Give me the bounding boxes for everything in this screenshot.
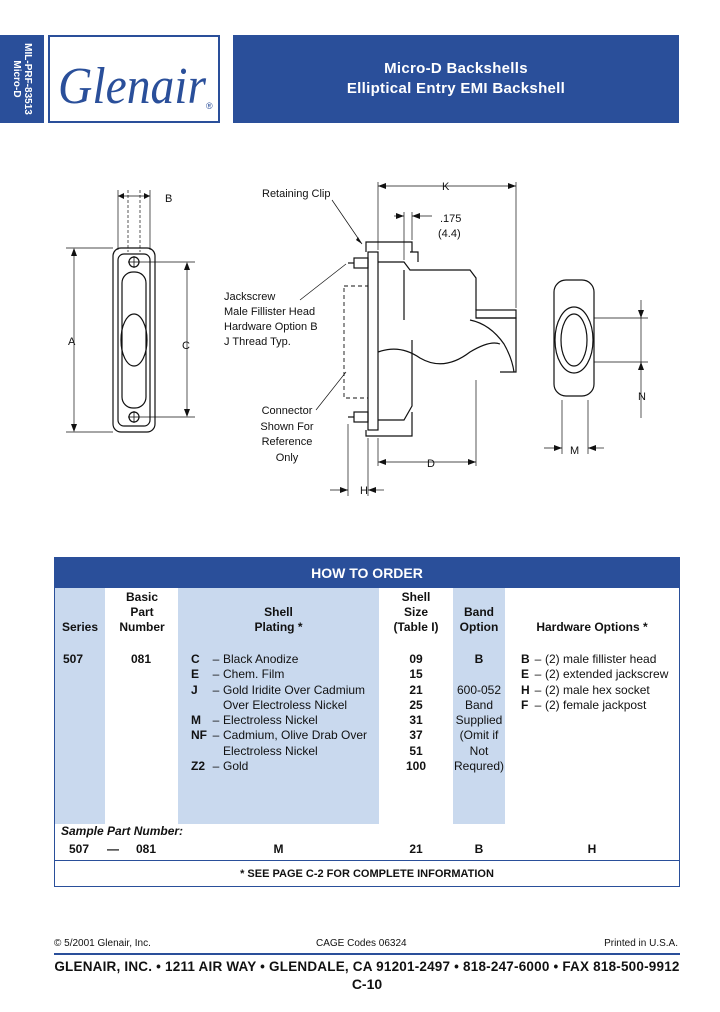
hardware-row: F–(2) female jackpost — [521, 697, 647, 712]
logo-box: Glenair ® — [48, 35, 220, 123]
label-connector-4: Only — [276, 452, 299, 464]
plating-row: M–Electroless Nickel — [191, 713, 318, 728]
footer-address: GLENAIR, INC. • 1211 AIR WAY • GLENDALE,… — [54, 959, 680, 974]
plating-row: Z2–Gold — [191, 759, 249, 774]
label-connector-3: Reference — [262, 436, 313, 448]
label-connector-2: Shown For — [260, 421, 314, 433]
order-note: * SEE PAGE C-2 FOR COMPLETE INFORMATION — [55, 860, 679, 886]
sample-hardware: H — [587, 842, 597, 856]
plating-row: J–Gold Iridite Over Cadmium — [191, 682, 366, 697]
sample-size: 21 — [409, 842, 423, 856]
plating-row: NF–Cadmium, Olive Drab Over — [191, 728, 368, 743]
front-view — [66, 190, 195, 433]
header-shell-size: Shell Size (Table I) — [393, 590, 439, 634]
header-series: Series — [61, 620, 99, 634]
header-plating: Shell Plating * — [254, 605, 303, 634]
header-band-option: Band Option — [459, 605, 499, 634]
front-view-arrows — [71, 193, 190, 432]
footer-rule — [54, 953, 680, 955]
label-h: H — [360, 485, 368, 497]
band-plating — [178, 588, 379, 824]
label-b: B — [165, 193, 172, 205]
side-view — [299, 182, 517, 496]
footer-copyright: © 5/2001 Glenair, Inc. — [54, 938, 151, 949]
label-connector-1: Connector — [262, 405, 313, 417]
plating-list: C–Black Anodize E–Chem. Film J–Gold Irid… — [191, 652, 381, 774]
side-tab-line1: MIL-PRF-83513 — [22, 43, 33, 115]
end-view — [544, 279, 648, 454]
hardware-row: H–(2) male hex socket — [521, 682, 650, 697]
title-line2: Elliptical Entry EMI Backshell — [346, 80, 566, 97]
sample-band: B — [474, 842, 484, 856]
end-view-arrows — [554, 310, 644, 451]
sample-part-number-row: Sample Part Number: 507 — 081 M 21 B H — [55, 824, 679, 860]
side-view-arrows — [340, 183, 516, 493]
series-value: 507 — [63, 652, 84, 666]
title-banner: Micro-D Backshells Elliptical Entry EMI … — [233, 35, 679, 123]
sample-label: Sample Part Number: — [61, 824, 184, 838]
how-to-order-table: HOW TO ORDER Series Basic Part Number Sh… — [54, 557, 680, 887]
hardware-row: B–(2) male fillister head — [521, 652, 657, 666]
title-line1: Micro-D Backshells — [384, 60, 528, 77]
label-jackscrew-4: J Thread Typ. — [224, 336, 291, 348]
page-number: C-10 — [351, 976, 383, 992]
technical-drawing: B A C — [66, 181, 648, 497]
plating-row: Electroless Nickel — [223, 743, 318, 758]
plating-row: E–Chem. Film — [191, 667, 285, 682]
label-dim-175: .175 — [440, 213, 461, 225]
side-tab-text: MIL-PRF-83513 Micro-D — [11, 43, 33, 115]
sample-basic: 081 — [135, 842, 157, 856]
band-list: B 600-052 Band Supplied (Omit if Not Req… — [453, 652, 505, 774]
label-d: D — [427, 458, 435, 470]
hardware-row: E–(2) extended jackscrew — [521, 667, 669, 682]
logo-mark: ® — [206, 101, 213, 111]
header-hardware: Hardware Options * — [536, 620, 648, 634]
label-a: A — [68, 336, 76, 348]
hardware-list: B–(2) male fillister head E–(2) extended… — [521, 652, 679, 713]
label-jackscrew-2: Male Fillister Head — [224, 306, 315, 318]
logo-text: Glenair — [58, 58, 207, 115]
header-basic-part: Basic Part Number — [119, 590, 165, 634]
sample-plating: M — [273, 842, 284, 856]
band-series — [55, 588, 105, 824]
basic-value: 081 — [131, 652, 152, 666]
how-to-order-title: HOW TO ORDER — [55, 558, 679, 588]
label-n: N — [638, 391, 646, 403]
label-dim-44: (4.4) — [438, 228, 461, 240]
label-jackscrew-3: Hardware Option B — [224, 321, 318, 333]
band-band-option — [453, 588, 505, 824]
footer-cage: CAGE Codes 06324 — [316, 938, 407, 949]
glenair-logo: Glenair ® — [58, 58, 213, 115]
plating-row: C–Black Anodize — [191, 652, 299, 666]
sample-sep: — — [107, 842, 119, 856]
label-m: M — [570, 445, 579, 457]
side-tab-line2: Micro-D — [11, 60, 22, 98]
label-c: C — [182, 340, 190, 352]
footer-printed: Printed in U.S.A. — [604, 938, 678, 949]
label-jackscrew-1: Jackscrew — [224, 291, 275, 303]
label-retaining-clip: Retaining Clip — [262, 188, 330, 200]
sample-series: 507 — [68, 842, 90, 856]
plating-row: Over Electroless Nickel — [223, 697, 348, 712]
side-tab: MIL-PRF-83513 Micro-D — [0, 35, 44, 123]
size-list: 09 15 21 25 31 37 51 100 — [405, 652, 427, 774]
label-k: K — [442, 181, 450, 193]
